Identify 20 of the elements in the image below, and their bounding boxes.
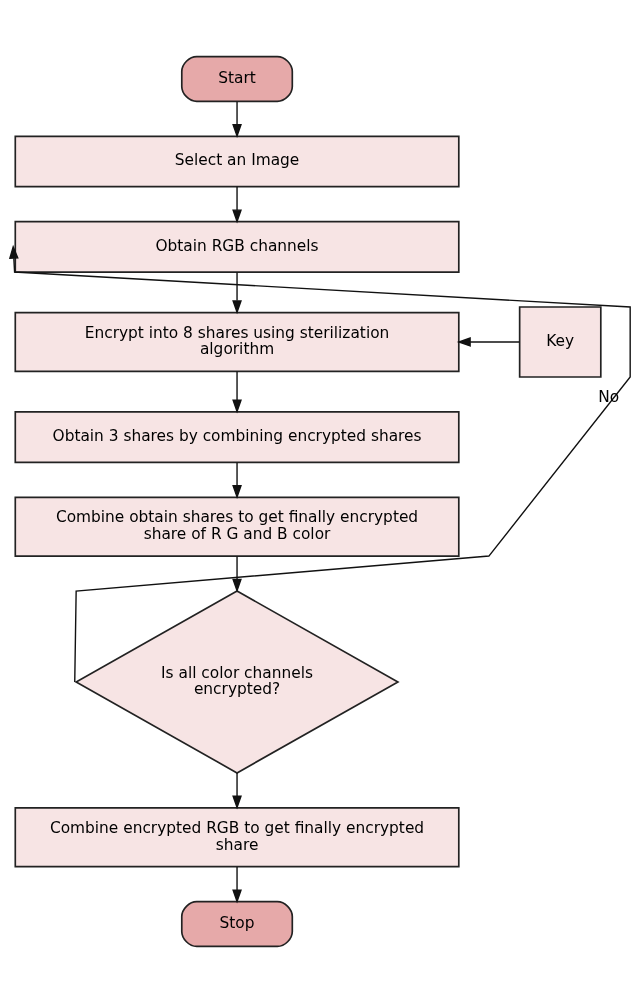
arrow	[456, 336, 521, 347]
node-box: Start	[180, 55, 294, 102]
node-box: Combine encrypted RGB to get finally encrypted share	[14, 806, 460, 867]
node-box: Encrypt into 8 shares using sterilization algorithm	[14, 311, 460, 372]
arrow	[232, 100, 242, 138]
arrow	[232, 271, 242, 314]
arrow	[232, 185, 242, 223]
node-box: Select an Image	[14, 135, 460, 188]
arrow	[232, 461, 242, 499]
node-box: Obtain RGB channels	[14, 220, 460, 273]
arrow	[232, 771, 242, 810]
arrow	[8, 244, 631, 683]
node-box: Combine obtain shares to get finally encrypted share of R G and B color	[14, 495, 460, 557]
arrow	[232, 370, 242, 414]
node-box: Obtain 3 shares by combining encrypted shares	[14, 410, 460, 463]
arrow	[232, 555, 242, 593]
node-diamond: Is all color channels encrypted?	[74, 589, 400, 774]
node-box: Stop	[180, 900, 294, 947]
node-box: Key	[518, 305, 602, 378]
arrow	[232, 865, 242, 903]
